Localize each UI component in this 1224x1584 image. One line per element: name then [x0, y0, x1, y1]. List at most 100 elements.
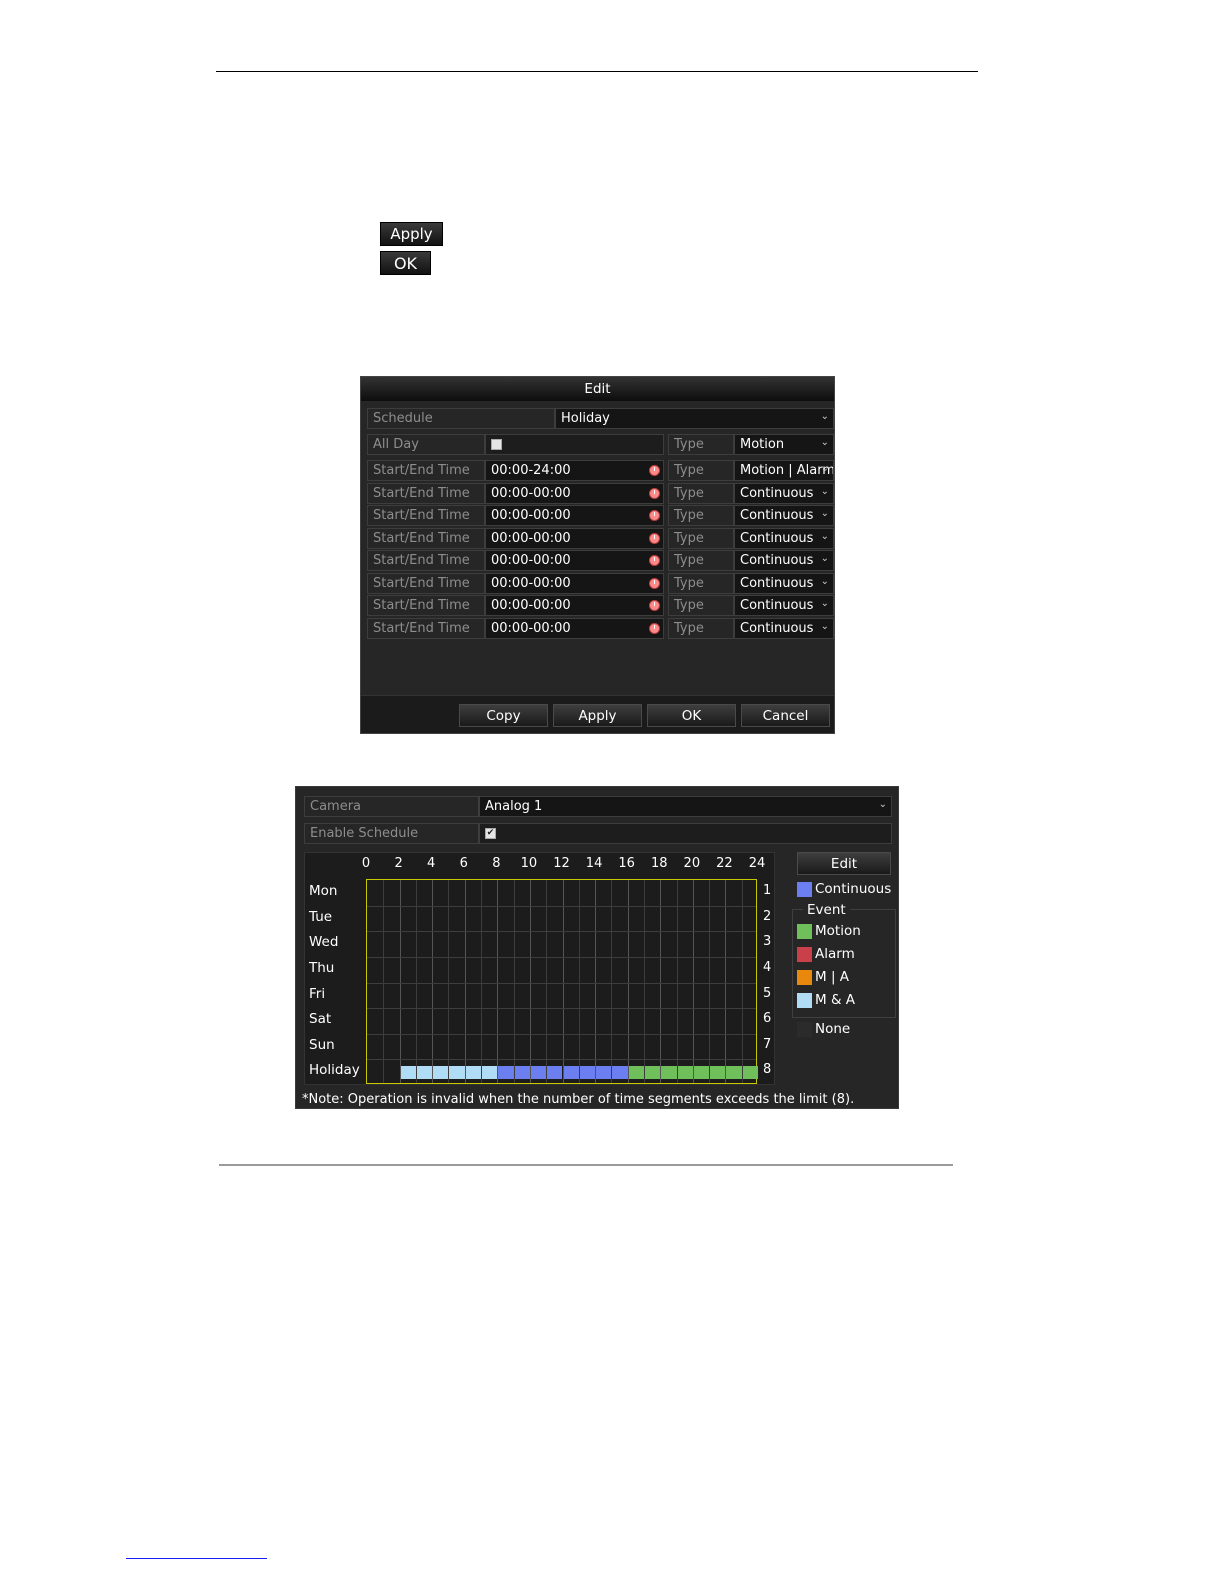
- schedule-segment-motion[interactable]: [726, 1066, 742, 1079]
- clock-icon[interactable]: [649, 487, 660, 499]
- time-range-value: 00:00-00:00: [491, 485, 571, 501]
- clock-icon[interactable]: [649, 532, 660, 544]
- schedule-segment-ma[interactable]: [416, 1066, 433, 1079]
- time-range-field[interactable]: 00:00-24:00: [485, 460, 664, 481]
- schedule-segment-motion[interactable]: [644, 1066, 661, 1079]
- time-range-field[interactable]: 00:00-00:00: [485, 617, 664, 639]
- ok-button[interactable]: OK: [647, 704, 736, 727]
- grid-vline: [497, 880, 499, 1083]
- grid-hline: [367, 931, 756, 933]
- hour-label: 20: [683, 856, 701, 871]
- inline-ok-button[interactable]: OK: [380, 251, 431, 275]
- time-range-field[interactable]: 00:00-00:00: [485, 482, 664, 504]
- legend-continuous[interactable]: Continuous: [797, 881, 891, 897]
- schedule-segment-continuous[interactable]: [596, 1066, 612, 1079]
- grid-vline: [399, 880, 401, 1083]
- inline-apply-button[interactable]: Apply: [380, 222, 443, 246]
- schedule-segment-continuous[interactable]: [612, 1066, 628, 1079]
- type-select[interactable]: Continuous ⌄: [734, 527, 834, 549]
- grid-vline: [595, 880, 597, 1083]
- chevron-down-icon: ⌄: [820, 553, 829, 564]
- grid-vline: [464, 880, 466, 1083]
- hour-label: 6: [459, 856, 468, 871]
- type-select[interactable]: Continuous⌄: [734, 550, 834, 571]
- time-range-field[interactable]: 00:00-00:00: [485, 527, 664, 549]
- copy-button[interactable]: Copy: [459, 704, 548, 727]
- legend-m-and-a[interactable]: M & A: [797, 992, 855, 1008]
- schedule-segment-continuous[interactable]: [514, 1066, 530, 1079]
- enable-schedule-checkbox[interactable]: ✔: [485, 828, 496, 839]
- time-range-field[interactable]: 00:00-00:00: [485, 505, 664, 526]
- schedule-segment-motion[interactable]: [661, 1066, 677, 1079]
- chevron-down-icon: ⌄: [820, 530, 829, 542]
- type-value: Continuous: [740, 530, 814, 546]
- all-day-type-select[interactable]: Motion ⌄: [734, 434, 834, 455]
- clock-icon[interactable]: [649, 577, 660, 589]
- cancel-button[interactable]: Cancel: [741, 704, 830, 727]
- type-select[interactable]: Continuous⌄: [734, 617, 834, 639]
- time-range-field[interactable]: 00:00-00:00: [485, 572, 664, 594]
- clock-icon[interactable]: [649, 510, 660, 521]
- grid-hline: [367, 956, 756, 958]
- day-row-number: 4: [763, 959, 772, 975]
- legend-m-and-a-label: M & A: [815, 992, 855, 1008]
- day-label: Sat: [309, 1011, 332, 1028]
- footer-link-underline[interactable]: [126, 1558, 267, 1559]
- schedule-segment-motion[interactable]: [677, 1066, 693, 1079]
- enable-schedule-cell: ✔: [479, 823, 892, 844]
- schedule-segment-continuous[interactable]: [547, 1066, 563, 1079]
- schedule-segment-continuous[interactable]: [530, 1066, 547, 1079]
- day-row-number: 1: [763, 883, 772, 898]
- time-range-field[interactable]: 00:00-00:00: [485, 550, 664, 571]
- schedule-grid[interactable]: [366, 879, 758, 1084]
- clock-icon[interactable]: [649, 555, 660, 566]
- hour-label: 14: [585, 856, 603, 871]
- apply-button[interactable]: Apply: [553, 704, 642, 727]
- clock-icon[interactable]: [649, 622, 660, 634]
- type-select[interactable]: Continuous⌄: [734, 595, 834, 616]
- grid-vline: [432, 880, 434, 1083]
- chevron-down-icon: ⌄: [820, 575, 829, 587]
- schedule-segment-motion[interactable]: [710, 1066, 726, 1079]
- schedule-segment-ma[interactable]: [433, 1066, 449, 1079]
- schedule-segment-ma[interactable]: [482, 1066, 498, 1079]
- day-label: Fri: [309, 985, 326, 1002]
- legend-motion[interactable]: Motion: [797, 923, 861, 939]
- type-select[interactable]: Continuous⌄: [734, 482, 834, 504]
- schedule-select[interactable]: Holiday ⌄: [555, 408, 834, 429]
- grid-hline: [367, 1008, 756, 1010]
- all-day-checkbox[interactable]: [491, 439, 502, 450]
- legend-m-or-a-label: M | A: [815, 969, 850, 985]
- time-range-value: 00:00-00:00: [491, 530, 571, 546]
- schedule-segment-motion[interactable]: [628, 1066, 644, 1079]
- schedule-segment-ma[interactable]: [465, 1066, 482, 1079]
- camera-select[interactable]: Analog 1 ⌄: [479, 796, 892, 817]
- legend-alarm[interactable]: Alarm: [797, 946, 855, 962]
- legend-none[interactable]: None: [797, 1021, 850, 1037]
- time-range-field[interactable]: 00:00-00:00: [485, 595, 664, 616]
- clock-icon[interactable]: [649, 600, 660, 611]
- schedule-segment-continuous[interactable]: [579, 1066, 596, 1079]
- type-select[interactable]: Motion | Alarm⌄: [734, 460, 834, 481]
- schedule-segment-ma[interactable]: [400, 1066, 416, 1079]
- camera-value: Analog 1: [485, 799, 543, 814]
- day-row-number: 7: [763, 1036, 772, 1052]
- type-label: Type: [668, 482, 734, 504]
- schedule-segment-continuous[interactable]: [498, 1066, 514, 1079]
- schedule-segment-motion[interactable]: [693, 1066, 710, 1079]
- chevron-down-icon: ⌄: [820, 485, 829, 497]
- clock-icon[interactable]: [649, 465, 660, 476]
- schedule-segment-motion[interactable]: [742, 1066, 758, 1079]
- time-range-value: 00:00-00:00: [491, 575, 571, 591]
- schedule-segment-ma[interactable]: [449, 1066, 465, 1079]
- type-select[interactable]: Continuous⌄: [734, 572, 834, 594]
- schedule-edit-button[interactable]: Edit: [797, 852, 891, 875]
- chevron-down-icon: ⌄: [820, 508, 829, 519]
- type-select[interactable]: Continuous⌄: [734, 505, 834, 526]
- legend-m-or-a[interactable]: M | A: [797, 969, 849, 985]
- grid-vline: [562, 880, 564, 1083]
- schedule-segment-continuous[interactable]: [563, 1066, 579, 1079]
